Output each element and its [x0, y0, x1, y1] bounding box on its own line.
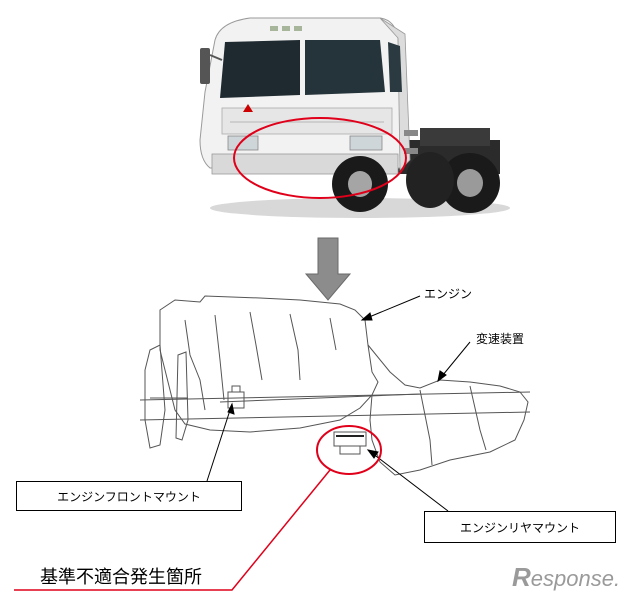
down-arrow-icon: [304, 237, 352, 301]
engine-front-mount-callout: エンジンフロントマウント: [16, 481, 242, 511]
drivetrain-drawing: [139, 295, 531, 476]
transmission-label: 変速装置: [476, 332, 525, 346]
defect-location-label: 基準不適合発生箇所: [40, 567, 202, 588]
engine-label: エンジン: [424, 287, 473, 301]
truck-highlight-ellipse: [233, 117, 407, 199]
leader-lines: [206, 295, 471, 512]
defect-callout-line: [14, 469, 331, 591]
engine-rear-mount-label: エンジンリヤマウント: [459, 520, 580, 535]
truck-illustration: [199, 17, 510, 218]
engine-front-mount-label: エンジンフロントマウント: [57, 489, 201, 504]
engine-rear-mount-callout: エンジンリヤマウント: [424, 511, 616, 543]
response-logo-initial: R: [512, 562, 531, 592]
response-logo: Response.: [512, 562, 620, 593]
response-logo-text: esponse.: [530, 566, 621, 591]
rear-mount-highlight-circle: [316, 425, 382, 475]
